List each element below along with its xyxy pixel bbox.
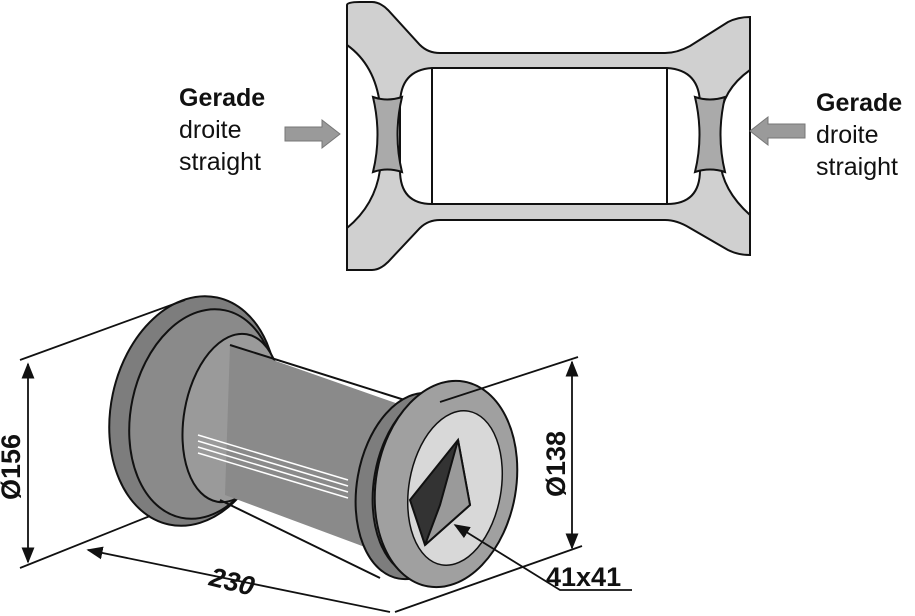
left-insert [371, 95, 404, 174]
left-label: Gerade droite straight [179, 82, 265, 178]
arrow-right-icon [284, 118, 341, 150]
frame-top-view [346, 0, 751, 271]
left-label-de: Gerade [179, 84, 266, 112]
arrow-left-icon [749, 115, 806, 147]
left-label-fr: droite [179, 116, 242, 144]
left-label-en: straight [179, 148, 261, 176]
roller-drawing [108, 295, 519, 589]
dimension-lines [19, 299, 632, 613]
right-label-en: straight [816, 153, 898, 181]
inner-diameter-label: Ø138 [541, 431, 571, 497]
outer-diameter-label: Ø156 [0, 434, 26, 500]
right-insert [693, 95, 727, 174]
right-label-de: Gerade [816, 89, 903, 117]
right-label: Gerade droite straight [816, 87, 902, 183]
length-label: 230 [206, 561, 258, 601]
right-label-fr: droite [816, 121, 879, 149]
square-bore-label: 41x41 [546, 562, 621, 592]
